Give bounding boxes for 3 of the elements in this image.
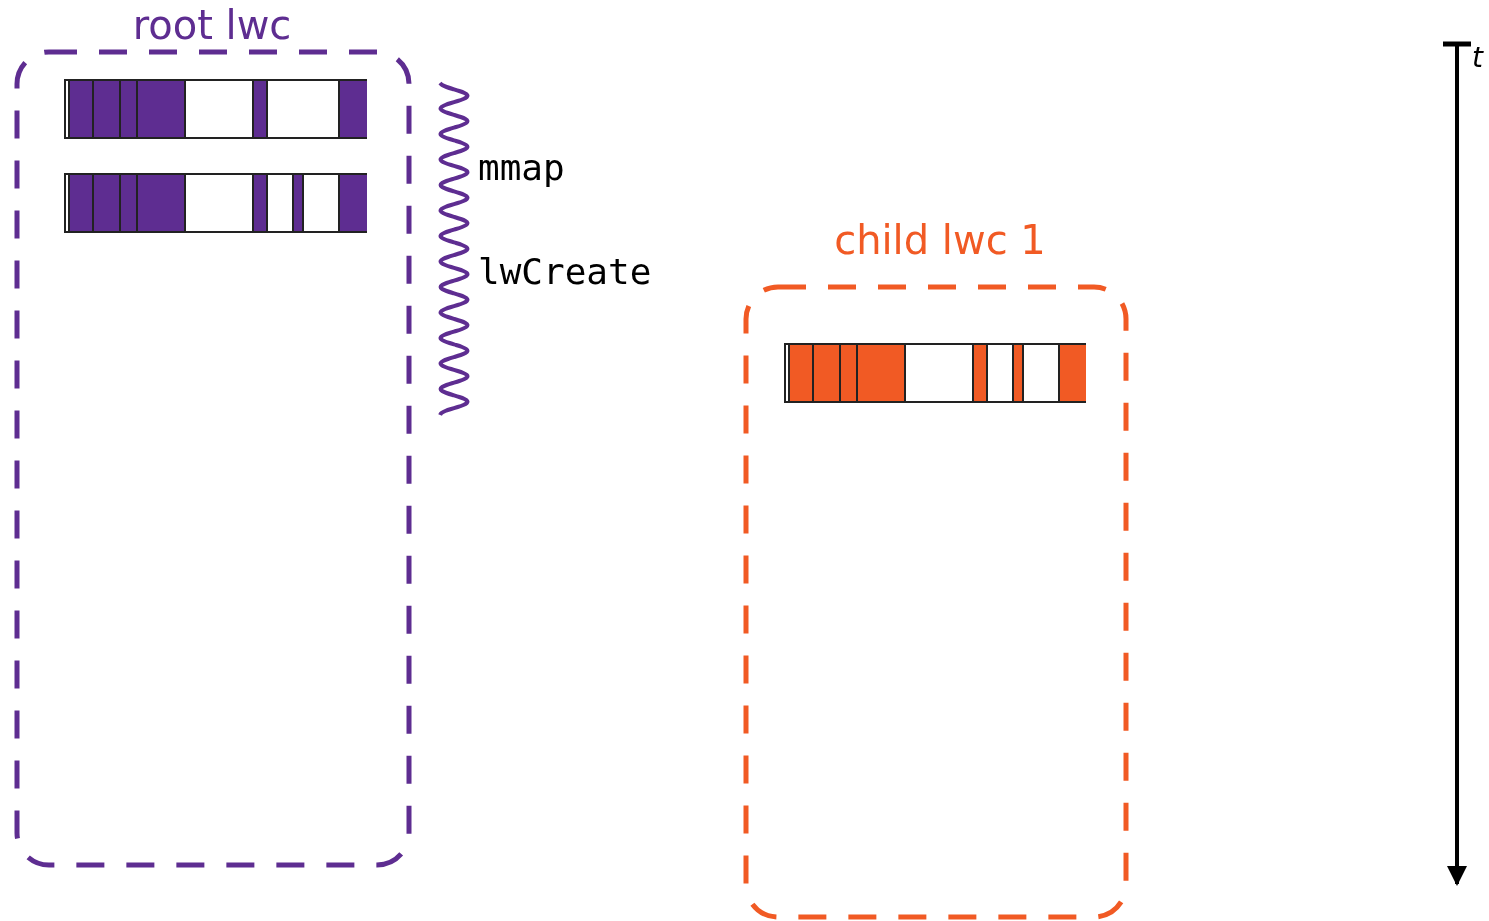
function-label: mmap	[478, 150, 565, 186]
function-label: lwCreate	[478, 254, 652, 290]
axis-label: t	[1472, 44, 1483, 72]
